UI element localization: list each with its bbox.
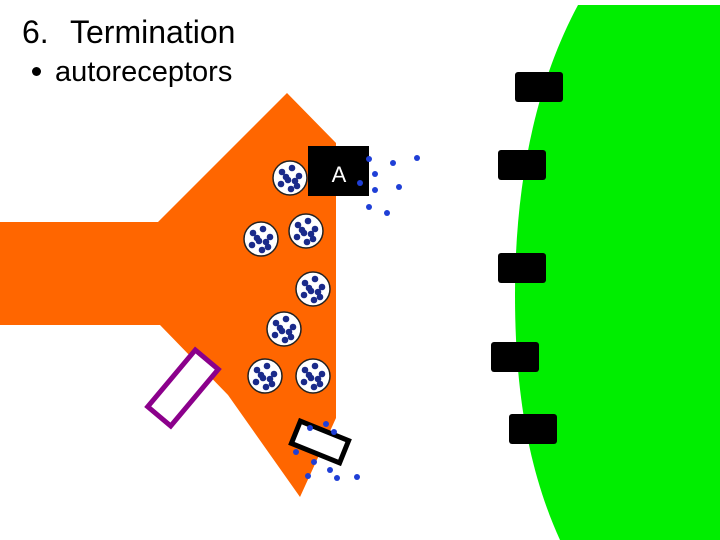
neurotransmitter-molecule bbox=[354, 474, 360, 480]
neurotransmitter-molecule bbox=[307, 425, 313, 431]
postsynaptic-receptor-icon bbox=[498, 253, 546, 283]
slide-title: Termination bbox=[70, 14, 235, 50]
neurotransmitter-molecule bbox=[357, 180, 363, 186]
neurotransmitter-molecule bbox=[334, 475, 340, 481]
neurotransmitter-molecule bbox=[311, 459, 317, 465]
vesicle-icon bbox=[296, 272, 330, 306]
membrane-transporter bbox=[148, 350, 219, 426]
vesicle-icon bbox=[289, 214, 323, 248]
vesicle-icon bbox=[267, 312, 301, 346]
vesicle-icon bbox=[273, 161, 307, 195]
neurotransmitter-molecule bbox=[331, 429, 337, 435]
neurotransmitter-molecule bbox=[384, 210, 390, 216]
vesicle-icon bbox=[248, 359, 282, 393]
slide-number: 6. bbox=[22, 10, 70, 54]
neurotransmitter-molecule bbox=[293, 449, 299, 455]
neurotransmitter-molecule bbox=[372, 187, 378, 193]
neurotransmitter-molecule bbox=[323, 421, 329, 427]
neurotransmitter-molecule bbox=[372, 171, 378, 177]
vesicle-icon bbox=[296, 359, 330, 393]
neurotransmitter-molecule bbox=[366, 204, 372, 210]
presynaptic-terminal bbox=[0, 93, 336, 497]
neurotransmitter-molecule bbox=[366, 156, 372, 162]
neurotransmitter-molecule bbox=[396, 184, 402, 190]
postsynaptic-receptor-icon bbox=[509, 414, 557, 444]
postsynaptic-receptor-icon bbox=[515, 72, 563, 102]
slide-heading: 6.Termination autoreceptors bbox=[22, 10, 235, 90]
postsynaptic-receptor-icon bbox=[498, 150, 546, 180]
bullet-item: autoreceptors bbox=[22, 54, 235, 90]
neurotransmitter-molecule bbox=[327, 467, 333, 473]
postsynaptic-receptor-icon bbox=[491, 342, 539, 372]
vesicle-icon bbox=[244, 222, 278, 256]
neurotransmitter-molecule bbox=[305, 473, 311, 479]
neurotransmitter-molecule bbox=[390, 160, 396, 166]
neurotransmitter-molecule bbox=[414, 155, 420, 161]
bullet-dot-icon bbox=[32, 67, 41, 76]
bullet-text: autoreceptors bbox=[55, 56, 232, 88]
autoreceptor-icon: A bbox=[308, 146, 369, 196]
autoreceptor-label: A bbox=[332, 162, 347, 187]
slide-title-line: 6.Termination bbox=[22, 10, 235, 54]
